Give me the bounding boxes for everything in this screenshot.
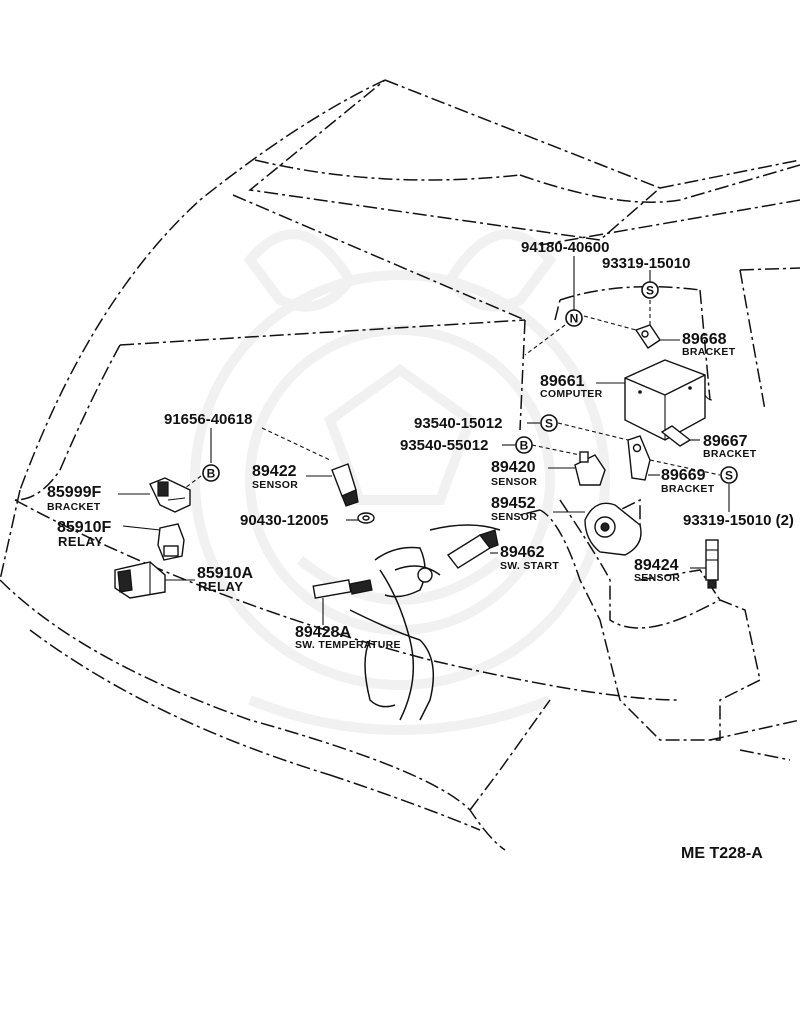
symbol-s-label: S <box>646 284 654 298</box>
desc-89420: SENSOR <box>491 476 537 488</box>
bracket-85999f-part[interactable] <box>149 477 191 513</box>
diagram-code: ME T228-A <box>681 845 763 862</box>
desc-89462: SW. START <box>500 560 559 572</box>
sensor-89452-part[interactable] <box>584 502 642 556</box>
label-89420[interactable]: 89420 <box>491 459 536 476</box>
symbol-b-label: B <box>207 467 216 481</box>
label-85910a[interactable]: 85910A <box>197 565 253 582</box>
symbol-b-label: B <box>520 439 529 453</box>
relay-85910a-part[interactable] <box>114 561 166 599</box>
desc-89422: SENSOR <box>252 479 298 491</box>
symbol-s-label: S <box>725 469 733 483</box>
bracket-89669-part[interactable] <box>627 435 651 481</box>
label-85910f[interactable]: 85910F <box>57 519 111 536</box>
label-89462[interactable]: 89462 <box>500 544 545 561</box>
gasket-90430-part[interactable] <box>357 512 375 524</box>
symbol-b-93540: B <box>515 436 533 454</box>
desc-89428a: SW. TEMPERATURE <box>295 639 401 651</box>
symbol-b-91656: B <box>202 464 220 482</box>
label-94180-40600[interactable]: 94180-40600 <box>521 239 609 256</box>
label-89428a[interactable]: 89428A <box>295 624 351 641</box>
desc-85910a: RELAY <box>198 579 243 594</box>
bracket-89668-part[interactable] <box>634 324 661 349</box>
leader-lines <box>118 256 730 625</box>
label-89661[interactable]: 89661 <box>540 373 585 390</box>
engine-block-outline <box>519 498 761 741</box>
label-90430-12005[interactable]: 90430-12005 <box>240 512 328 529</box>
label-93540-55012[interactable]: 93540-55012 <box>400 437 488 454</box>
symbol-n-94180: N <box>565 309 583 327</box>
label-89668[interactable]: 89668 <box>682 331 727 348</box>
label-93319-15010[interactable]: 93319-15010 <box>602 255 690 272</box>
computer-89661-part[interactable] <box>624 359 706 441</box>
switch-start-89462-part[interactable] <box>417 529 499 583</box>
label-93540-15012[interactable]: 93540-15012 <box>414 415 502 432</box>
desc-89667: BRACKET <box>703 448 757 460</box>
label-89669[interactable]: 89669 <box>661 467 706 484</box>
desc-85999f: BRACKET <box>47 501 101 513</box>
sensor-89424-part[interactable] <box>705 539 719 589</box>
symbol-s-93540: S <box>540 414 558 432</box>
label-91656-40618[interactable]: 91656-40618 <box>164 411 252 428</box>
part-labels: 94180-40600 93319-15010 89668 BRACKET 89… <box>47 239 794 862</box>
symbol-n-label: N <box>570 312 579 326</box>
desc-85910f: RELAY <box>58 534 103 549</box>
label-89452[interactable]: 89452 <box>491 495 536 512</box>
desc-89452: SENSOR <box>491 511 537 523</box>
label-89424[interactable]: 89424 <box>634 557 679 574</box>
switch-temperature-89428a-part[interactable] <box>312 579 373 599</box>
sensor-89420-part[interactable] <box>574 451 606 486</box>
vehicle-body-outline <box>0 79 800 851</box>
relay-85910f-part[interactable] <box>157 523 185 561</box>
sensor-89422-part[interactable] <box>331 463 359 507</box>
desc-89668: BRACKET <box>682 346 736 358</box>
symbol-s-93319-top: S <box>641 281 659 299</box>
desc-89669: BRACKET <box>661 483 715 495</box>
symbol-s-93319-bottom: S <box>720 466 738 484</box>
label-85999f[interactable]: 85999F <box>47 484 101 501</box>
desc-89661: COMPUTER <box>540 388 603 400</box>
desc-89424: SENSOR <box>634 572 680 584</box>
label-93319-15010-2[interactable]: 93319-15010 (2) <box>683 512 794 529</box>
symbol-s-label: S <box>545 417 553 431</box>
label-89667[interactable]: 89667 <box>703 433 748 450</box>
label-89422[interactable]: 89422 <box>252 463 297 480</box>
